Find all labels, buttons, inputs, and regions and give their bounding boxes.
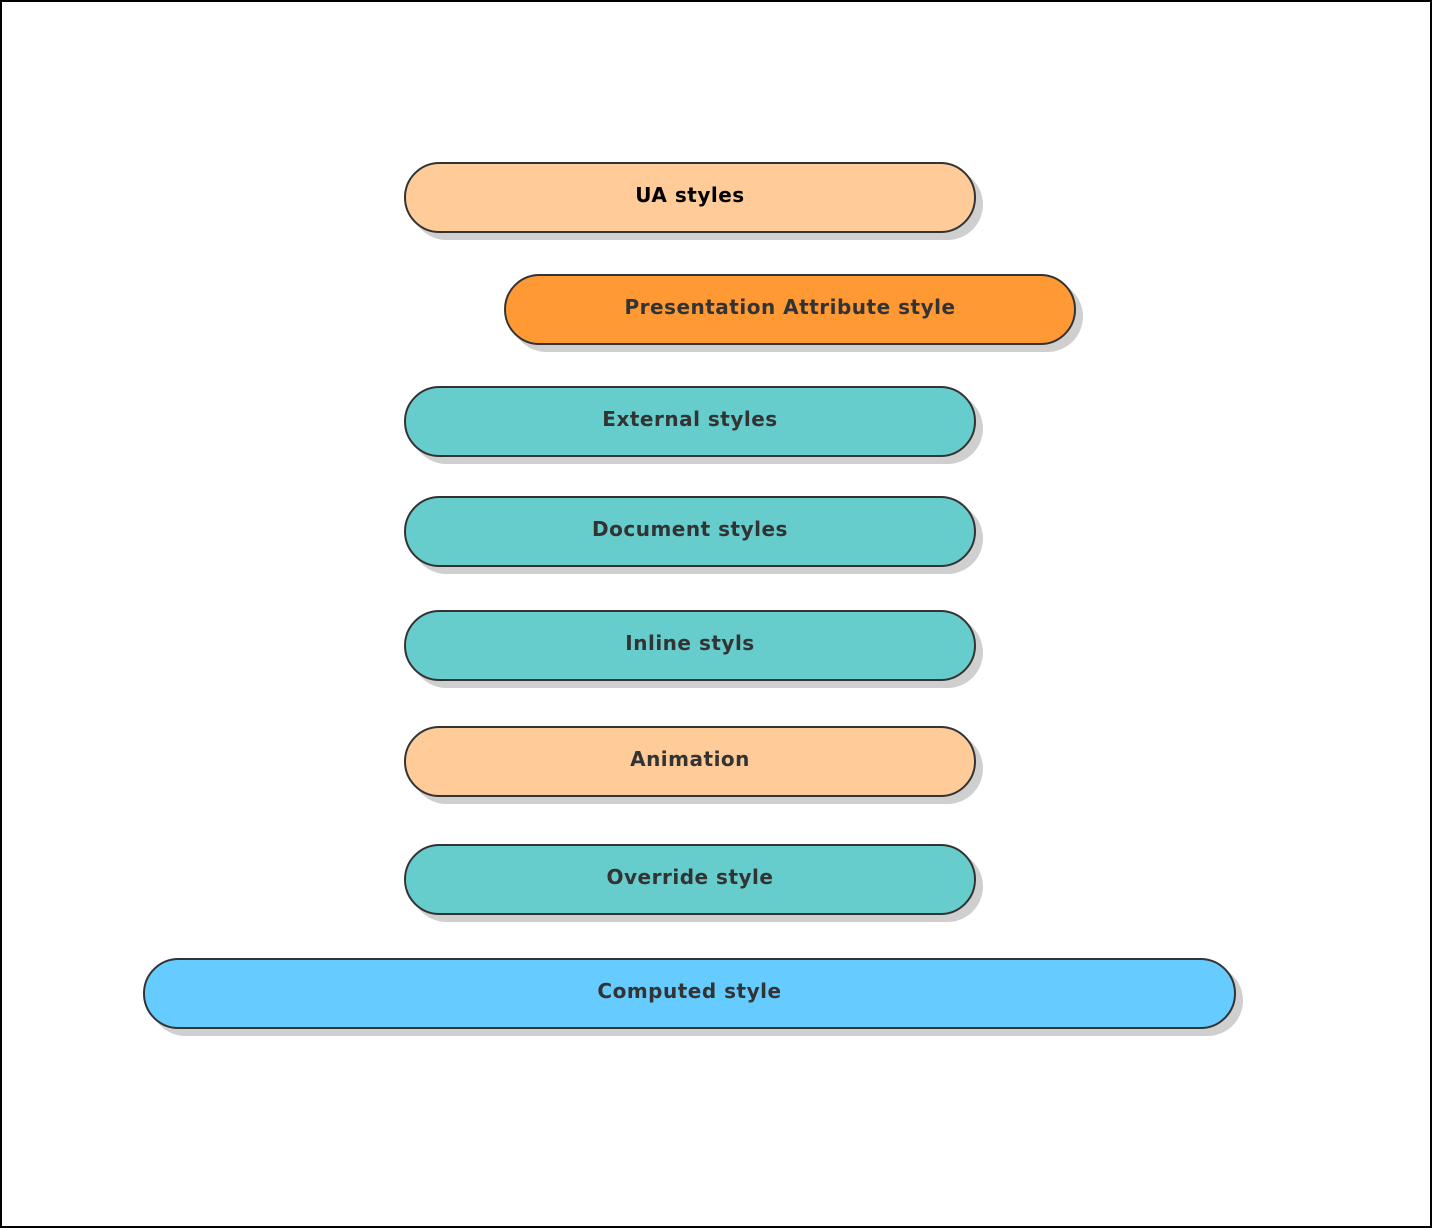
animation-box: Animation [404,726,976,797]
ua-styles-box: UA styles [404,162,976,233]
external-styles-box: External styles [404,386,976,457]
animation-label: Animation [630,747,750,771]
inline-styles-label: Inline styls [625,631,755,655]
presentation-attribute-style-box: Presentation Attribute style [504,274,1076,345]
computed-style-label: Computed style [597,979,782,1003]
document-styles-label: Document styles [592,517,788,541]
override-style-box: Override style [404,844,976,915]
override-style-label: Override style [606,865,774,889]
presentation-attribute-style-label: Presentation Attribute style [624,295,956,319]
document-styles-box: Document styles [404,496,976,567]
ua-styles-label: UA styles [635,183,745,207]
computed-style-box: Computed style [143,958,1236,1029]
inline-styles-box: Inline styls [404,610,976,681]
external-styles-label: External styles [602,407,778,431]
